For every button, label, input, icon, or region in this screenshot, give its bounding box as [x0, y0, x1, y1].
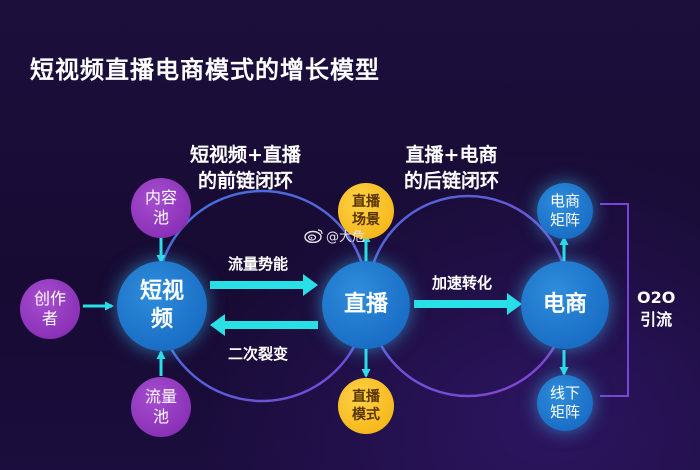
node-ecom-matrix-line2: 矩阵 [549, 211, 580, 229]
node-short-video-line1: 短视 [139, 279, 184, 304]
o2o-line2: 引流 [640, 310, 673, 329]
node-traffic-pool-line1: 流量 [144, 387, 177, 406]
node-short-video-line2: 频 [150, 307, 173, 332]
o2o-line1: O2O [637, 288, 676, 307]
flow-arrow-left [210, 314, 318, 336]
node-ecom-matrix: 电商 矩阵 [537, 183, 593, 239]
node-creator-line2: 者 [41, 309, 58, 328]
node-ecom-matrix-line1: 电商 [549, 192, 580, 210]
node-traffic-pool: 流量 池 [131, 377, 191, 437]
heading-front-loop: 短视频+直播 的前链闭环 [190, 142, 301, 194]
watermark-text: @大危 [326, 230, 366, 245]
heading-back-line1: 直播+电商 [405, 144, 498, 166]
node-offline-matrix: 线下 矩阵 [537, 375, 593, 431]
node-ecommerce-label: 电商 [542, 292, 587, 317]
node-live-scene-line1: 直播 [352, 194, 380, 210]
flow-arrow-right-1 [210, 274, 318, 296]
node-content-pool-line1: 内容 [144, 188, 177, 207]
label-secondary-fission: 二次裂变 [228, 345, 289, 363]
watermark: @大危 [304, 226, 365, 245]
node-content-pool-line2: 池 [152, 208, 169, 227]
node-live-scene-line2: 场景 [352, 212, 380, 228]
o2o-label: O2O 引流 [637, 287, 675, 331]
heading-back-line2: 的后链闭环 [404, 170, 500, 192]
node-ecommerce: 电商 [521, 261, 609, 349]
node-offline-matrix-line2: 矩阵 [549, 403, 580, 421]
label-traffic-momentum: 流量势能 [228, 255, 289, 273]
page-title: 短视频直播电商模式的增长模型 [30, 56, 380, 84]
node-traffic-pool-line2: 池 [152, 407, 169, 426]
label-accelerate-conversion: 加速转化 [432, 274, 493, 292]
node-short-video: 短视 频 [117, 261, 207, 351]
node-offline-matrix-line1: 线下 [549, 384, 580, 402]
node-creator-line1: 创作 [33, 289, 66, 308]
node-live-mode-line2: 模式 [352, 407, 380, 423]
node-live-scene: 直播 场景 [338, 183, 394, 239]
node-live-mode: 直播 模式 [338, 378, 394, 434]
node-creator: 创作 者 [20, 279, 80, 339]
o2o-bracket [600, 203, 629, 397]
heading-front-line2: 的前链闭环 [197, 170, 293, 192]
heading-front-line1: 短视频+直播 [190, 144, 301, 166]
node-content-pool: 内容 池 [131, 178, 191, 238]
heading-back-loop: 直播+电商 的后链闭环 [404, 142, 499, 194]
node-live-mode-line1: 直播 [352, 389, 380, 405]
weibo-icon [304, 229, 323, 243]
node-live-label: 直播 [343, 292, 388, 317]
flow-arrow-right-2 [414, 293, 522, 315]
node-live: 直播 [322, 261, 410, 349]
